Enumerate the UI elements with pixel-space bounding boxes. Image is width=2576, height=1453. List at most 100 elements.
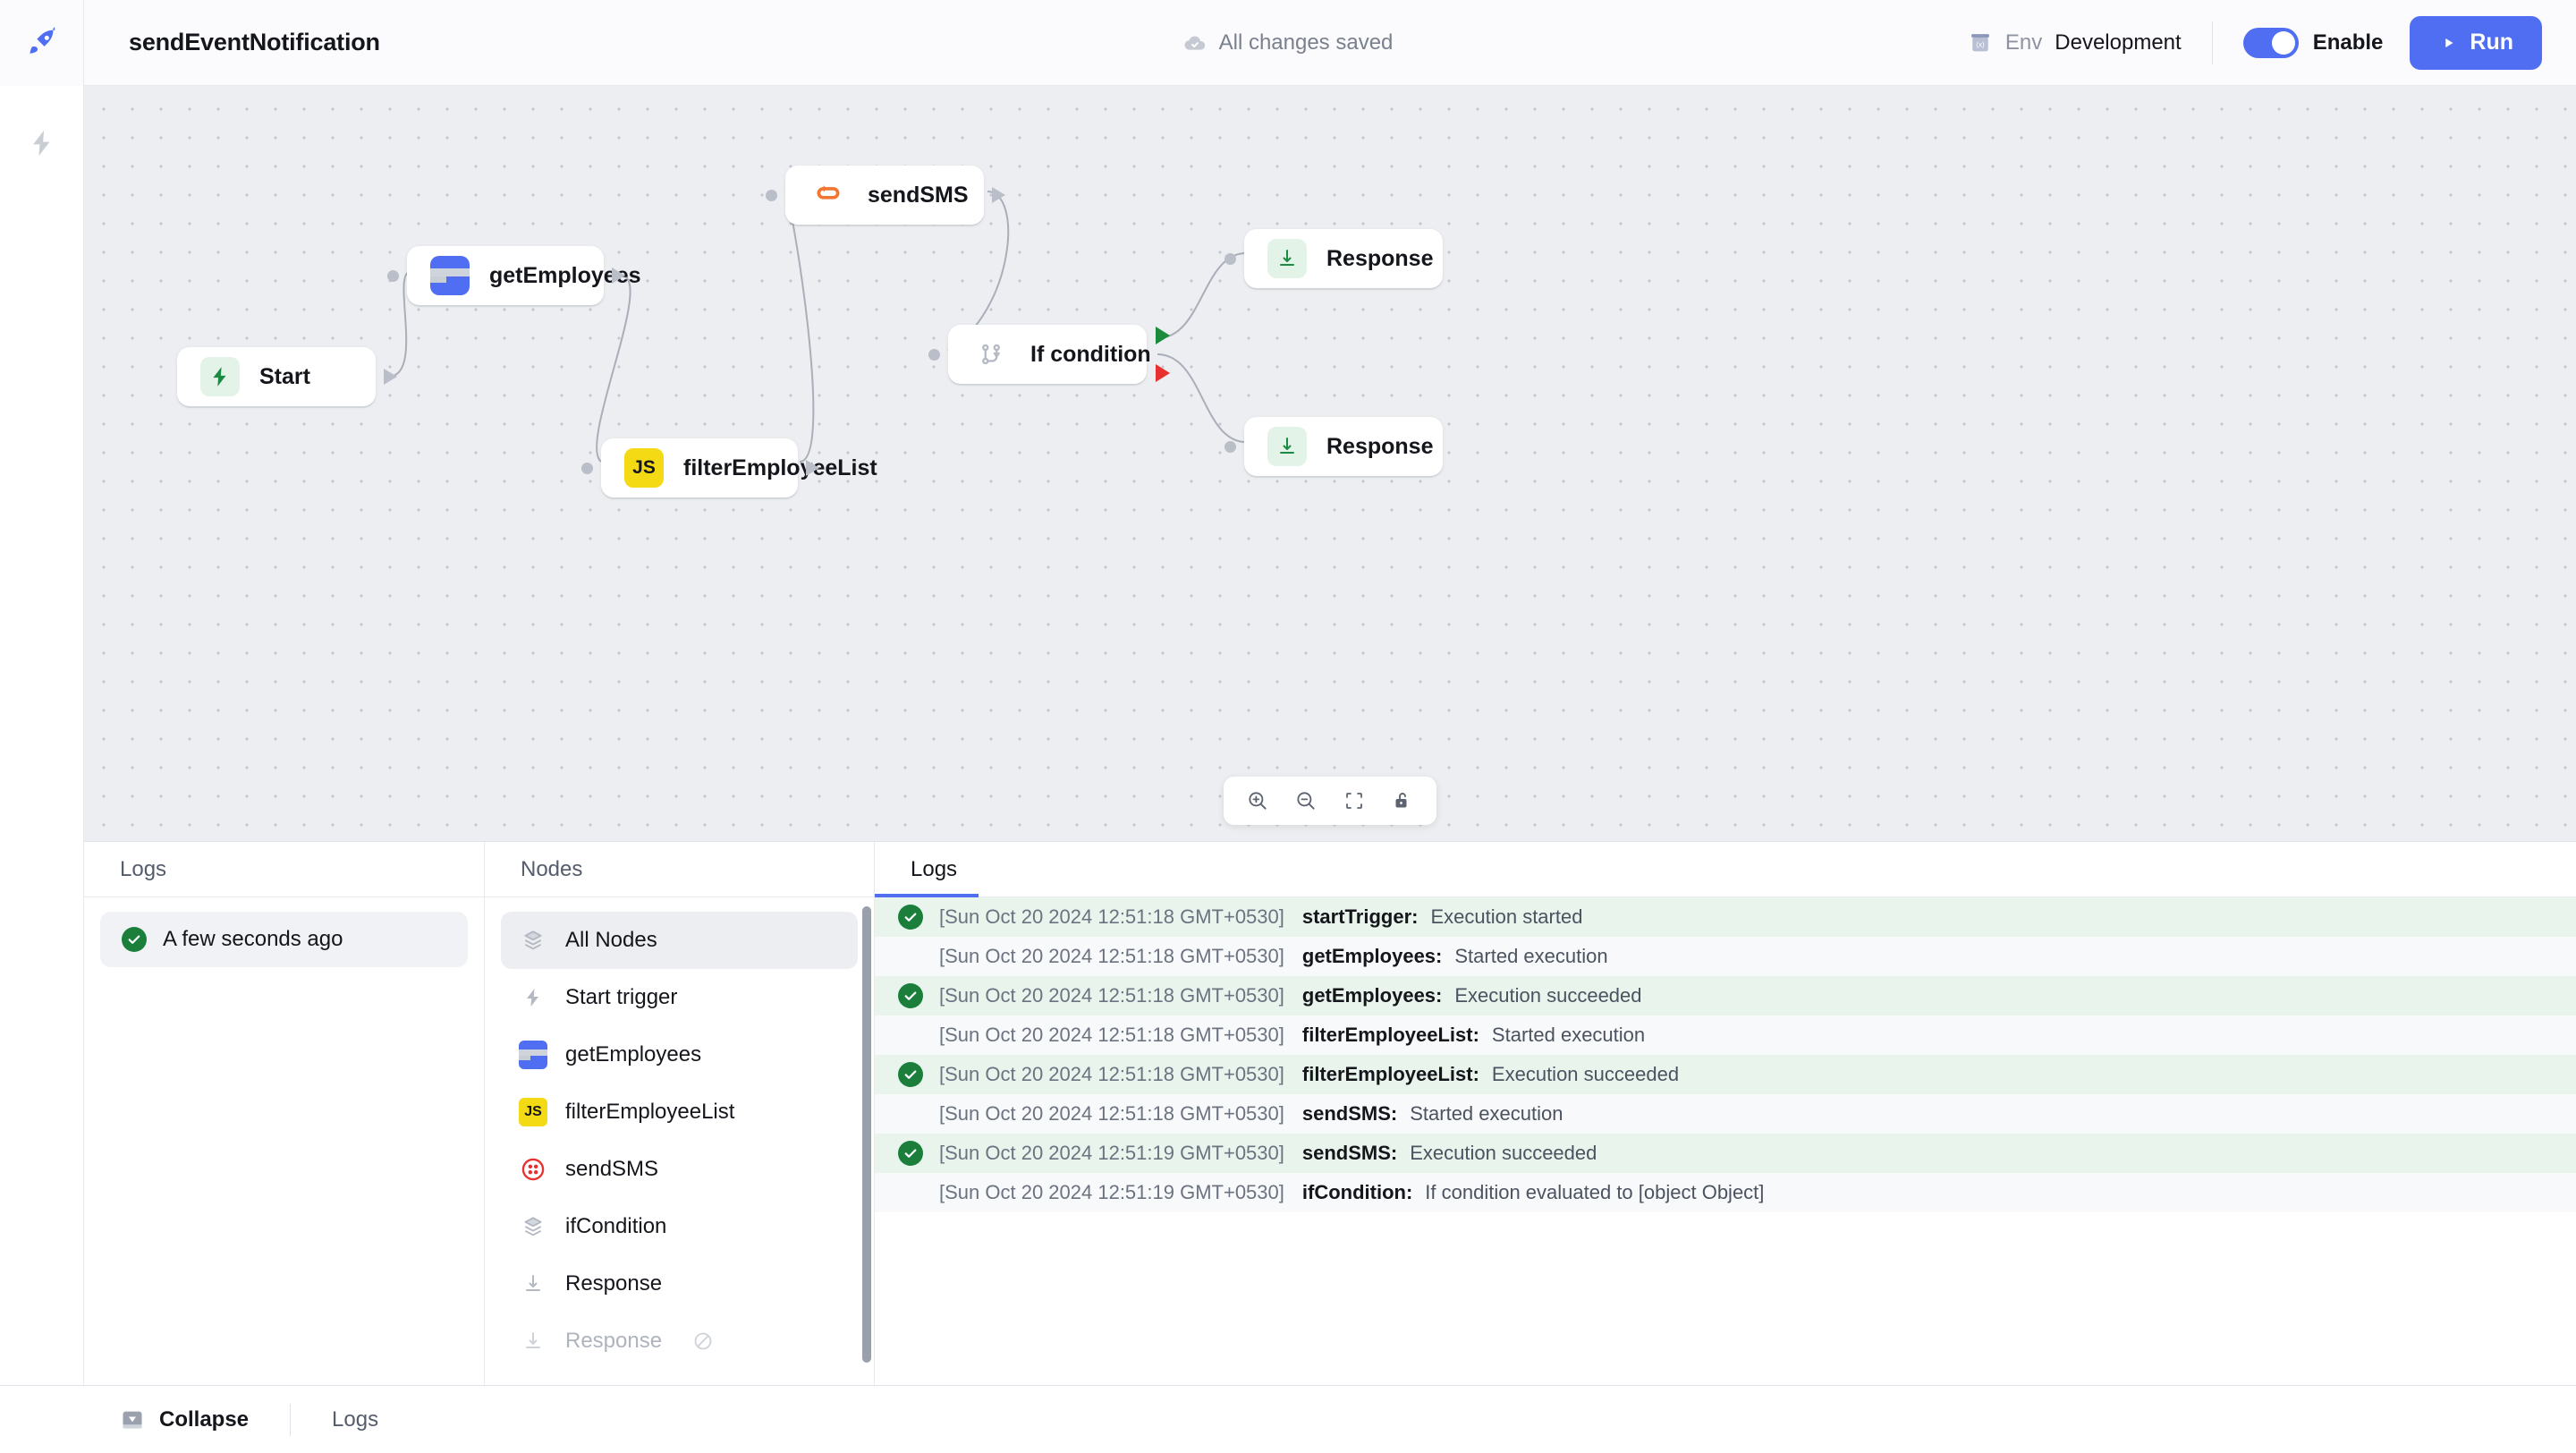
table-row[interactable]: [Sun Oct 20 2024 12:51:19 GMT+0530] ifCo… bbox=[875, 1173, 2576, 1212]
table-row[interactable]: [Sun Oct 20 2024 12:51:19 GMT+0530] send… bbox=[875, 1134, 2576, 1173]
node-list-item-label: ifCondition bbox=[565, 1214, 667, 1238]
canvas-node-ifcondition[interactable]: If condition bbox=[928, 325, 1170, 384]
js-icon: JS bbox=[624, 448, 664, 488]
table-row[interactable]: [Sun Oct 20 2024 12:51:18 GMT+0530] send… bbox=[875, 1094, 2576, 1134]
input-port[interactable] bbox=[387, 270, 399, 282]
log-message: Execution started bbox=[1430, 905, 1583, 928]
output-arrow[interactable] bbox=[384, 369, 397, 385]
output-arrow-true[interactable] bbox=[1156, 327, 1170, 344]
cloud-check-icon bbox=[1184, 35, 1206, 50]
canvas-node-sendsms[interactable]: sendSMS bbox=[766, 166, 1005, 225]
tab-logs[interactable]: Logs bbox=[875, 842, 979, 897]
nodes-list-panel: Nodes All Nodes bbox=[485, 842, 875, 1385]
js-icon: JS bbox=[519, 1098, 547, 1126]
run-label: Run bbox=[2470, 30, 2513, 55]
lock-icon[interactable] bbox=[1386, 785, 1419, 817]
bottom-panel: Logs A few seconds ago Nodes bbox=[84, 841, 2576, 1385]
zoom-in-icon[interactable] bbox=[1241, 785, 1274, 817]
node-list-item-ifcondition[interactable]: ifCondition bbox=[501, 1198, 858, 1255]
response-icon bbox=[1267, 427, 1307, 466]
node-list-item-response-disabled[interactable]: Response bbox=[501, 1313, 858, 1370]
log-message: Started execution bbox=[1454, 945, 1608, 967]
database-icon bbox=[519, 1041, 547, 1069]
nodes-scrollbar[interactable] bbox=[862, 906, 871, 1363]
canvas-node-filteremployeelist[interactable]: JS filterEmployeeList bbox=[581, 438, 877, 497]
node-list-item-response[interactable]: Response bbox=[501, 1255, 858, 1313]
node-list-item-all-nodes[interactable]: All Nodes bbox=[501, 912, 858, 969]
table-row[interactable]: [Sun Oct 20 2024 12:51:18 GMT+0530] filt… bbox=[875, 1015, 2576, 1055]
log-node-name: sendSMS: bbox=[1301, 1102, 1398, 1125]
save-status-text: All changes saved bbox=[1218, 30, 1394, 55]
node-list-item-label: Start trigger bbox=[565, 985, 678, 1009]
output-arrow[interactable] bbox=[612, 268, 625, 284]
response-icon bbox=[519, 1270, 547, 1298]
list-item-label: A few seconds ago bbox=[163, 927, 343, 951]
input-port[interactable] bbox=[928, 349, 940, 361]
flow-canvas[interactable]: Start getEmployees bbox=[84, 86, 2576, 841]
table-row[interactable]: [Sun Oct 20 2024 12:51:18 GMT+0530] getE… bbox=[875, 976, 2576, 1015]
lightning-bolt-icon bbox=[200, 357, 240, 396]
left-rail bbox=[0, 86, 84, 1385]
enable-block[interactable]: Enable bbox=[2213, 27, 2411, 58]
canvas-node-response-true[interactable]: Response bbox=[1224, 229, 1443, 288]
node-list-item-sendsms[interactable]: sendSMS bbox=[501, 1141, 858, 1198]
env-selector[interactable]: (x) Env Development bbox=[1968, 30, 2212, 55]
output-arrow[interactable] bbox=[992, 187, 1005, 203]
table-row[interactable]: [Sun Oct 20 2024 12:51:18 GMT+0530] getE… bbox=[875, 937, 2576, 976]
git-branch-icon bbox=[971, 335, 1011, 374]
log-timestamp: [Sun Oct 20 2024 12:51:18 GMT+0530] bbox=[939, 1102, 1284, 1125]
sidebar-item-triggers[interactable] bbox=[22, 123, 62, 163]
loop-icon bbox=[809, 175, 848, 215]
collapse-button[interactable]: Collapse bbox=[120, 1407, 249, 1432]
input-port[interactable] bbox=[1224, 253, 1236, 265]
log-timestamp: [Sun Oct 20 2024 12:51:18 GMT+0530] bbox=[939, 945, 1284, 967]
log-timestamp: [Sun Oct 20 2024 12:51:18 GMT+0530] bbox=[939, 905, 1284, 928]
log-message: Started execution bbox=[1491, 1024, 1646, 1046]
log-detail-panel: Logs [Sun Oct 20 2024 12:51:18 GMT+0530] bbox=[875, 842, 2576, 1385]
input-port[interactable] bbox=[1224, 441, 1236, 453]
env-label: Env bbox=[2004, 30, 2043, 55]
log-node-name: filterEmployeeList: bbox=[1301, 1024, 1479, 1046]
enable-label: Enable bbox=[2312, 30, 2384, 55]
table-row[interactable]: [Sun Oct 20 2024 12:51:18 GMT+0530] star… bbox=[875, 897, 2576, 937]
canvas-node-label: sendSMS bbox=[868, 182, 969, 208]
play-icon bbox=[2445, 38, 2453, 47]
log-node-name: startTrigger: bbox=[1301, 905, 1419, 928]
lightning-bolt-icon bbox=[519, 983, 547, 1012]
node-list-item-filteremployeelist[interactable]: JS filterEmployeeList bbox=[501, 1083, 858, 1141]
output-arrow[interactable] bbox=[806, 460, 819, 476]
input-port[interactable] bbox=[766, 190, 777, 201]
page-title: sendEventNotification bbox=[129, 29, 380, 55]
list-item[interactable]: A few seconds ago bbox=[100, 912, 468, 967]
collapse-panel-icon bbox=[120, 1407, 145, 1432]
twilio-icon bbox=[519, 1155, 547, 1184]
response-icon bbox=[519, 1327, 547, 1355]
canvas-node-getemployees[interactable]: getEmployees bbox=[387, 246, 641, 305]
footer-logs-tab[interactable]: Logs bbox=[332, 1406, 379, 1432]
canvas-node-label: If condition bbox=[1030, 341, 1151, 367]
node-list-item-label: sendSMS bbox=[565, 1157, 659, 1181]
run-button[interactable]: Run bbox=[2410, 15, 2542, 70]
enable-toggle[interactable] bbox=[2242, 27, 2299, 58]
canvas-node-start[interactable]: Start bbox=[177, 347, 397, 406]
tab-logs-label: Logs bbox=[911, 856, 958, 881]
log-message: If condition evaluated to [object Object… bbox=[1425, 1181, 1765, 1203]
log-node-name: sendSMS: bbox=[1301, 1142, 1398, 1164]
node-list-item-label: filterEmployeeList bbox=[565, 1100, 735, 1124]
svg-text:(x): (x) bbox=[1976, 40, 1985, 48]
table-row[interactable]: [Sun Oct 20 2024 12:51:18 GMT+0530] filt… bbox=[875, 1055, 2576, 1094]
log-node-name: filterEmployeeList: bbox=[1301, 1063, 1479, 1085]
save-status: All changes saved bbox=[1183, 30, 1394, 55]
divider bbox=[2211, 21, 2213, 64]
logs-list-body: A few seconds ago bbox=[84, 897, 484, 1385]
brand-logo[interactable] bbox=[0, 0, 84, 86]
node-list-item-start-trigger[interactable]: Start trigger bbox=[501, 969, 858, 1026]
canvas-node-response-false[interactable]: Response bbox=[1224, 417, 1443, 476]
fit-view-icon[interactable] bbox=[1338, 785, 1370, 817]
output-arrow-false[interactable] bbox=[1156, 364, 1170, 382]
input-port[interactable] bbox=[581, 463, 593, 474]
log-message: Execution succeeded bbox=[1410, 1142, 1597, 1164]
zoom-out-icon[interactable] bbox=[1290, 785, 1322, 817]
node-list-item-getemployees[interactable]: getEmployees bbox=[501, 1026, 858, 1083]
